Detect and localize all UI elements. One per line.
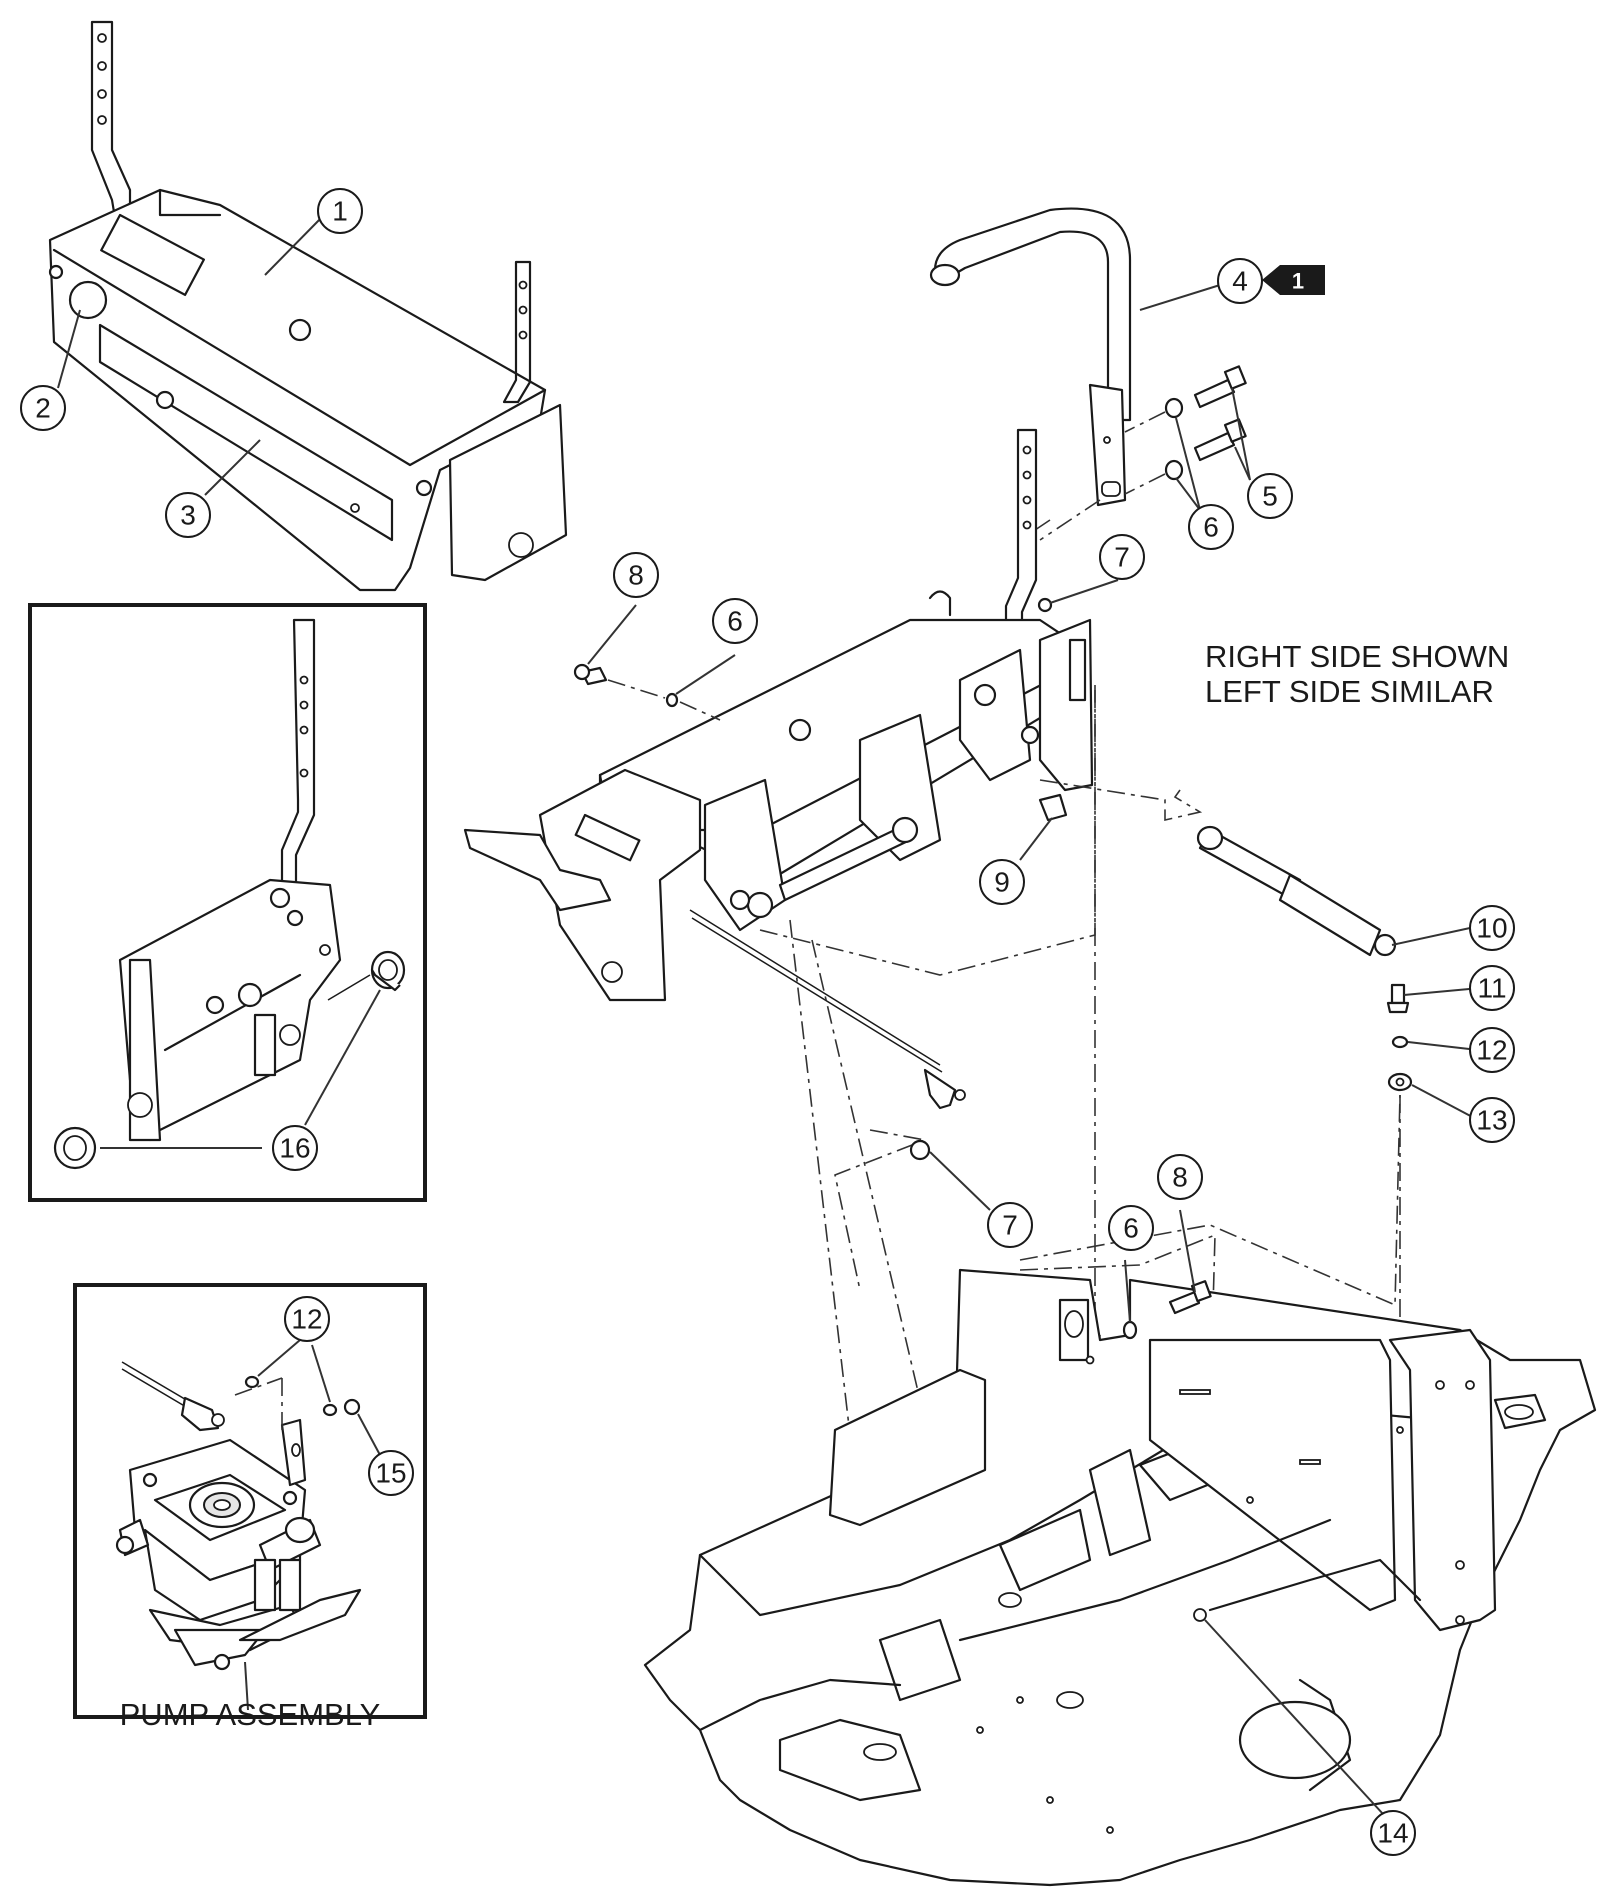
- control-handle: [929, 207, 1132, 507]
- callout-12-label: 12: [1476, 1035, 1507, 1066]
- callout-16-label: 16: [279, 1133, 310, 1164]
- inset-bushing-assembly: [118, 618, 342, 1142]
- side-note-line2: LEFT SIDE SIMILAR: [1205, 674, 1494, 709]
- side-note-line1: RIGHT SIDE SHOWN: [1205, 639, 1509, 674]
- callout-6-center-label: 6: [727, 606, 743, 637]
- callout-5-label: 5: [1262, 481, 1278, 512]
- nut-13: [1387, 1072, 1413, 1092]
- callout-6-handle-label: 6: [1203, 512, 1219, 543]
- callout-4-label: 4: [1232, 266, 1248, 297]
- callout-3-label: 3: [180, 500, 196, 531]
- callout-10-label: 10: [1476, 913, 1507, 944]
- callout-5: 5: [1247, 473, 1293, 519]
- control-bracket-assembly: [48, 20, 568, 592]
- chassis-frame: [643, 1268, 1597, 1887]
- callout-8-lower: 8: [1157, 1154, 1203, 1200]
- callout-2-label: 2: [35, 393, 51, 424]
- callout-3: 3: [165, 492, 211, 538]
- inset-pump-detail: [73, 1283, 427, 1719]
- washer-12-lower: [322, 1403, 338, 1417]
- center-control-assembly: [463, 428, 1094, 1110]
- callout-1: 1: [317, 188, 363, 234]
- callout-6-lower: 6: [1108, 1205, 1154, 1251]
- callout-10: 10: [1469, 905, 1515, 951]
- inset-bushing-detail: [28, 603, 427, 1202]
- stud-11: [1386, 983, 1410, 1014]
- callout-16: 16: [272, 1125, 318, 1171]
- callout-15-label: 15: [375, 1458, 406, 1489]
- callout-11-label: 11: [1477, 973, 1506, 1004]
- callout-6-handle: 6: [1188, 504, 1234, 550]
- callout-8-upper: 8: [613, 552, 659, 598]
- callout-9-label: 9: [994, 867, 1010, 898]
- callout-13: 13: [1469, 1097, 1515, 1143]
- callout-7-lower-label: 7: [1002, 1210, 1018, 1241]
- gas-spring: [1196, 825, 1397, 957]
- washer-12: [1391, 1035, 1409, 1049]
- washer-12-upper: [244, 1375, 260, 1389]
- callout-2: 2: [20, 385, 66, 431]
- callout-11: 11: [1469, 965, 1515, 1011]
- callout-13-label: 13: [1476, 1105, 1507, 1136]
- callout-12-pump-label: 12: [291, 1304, 322, 1335]
- callout-1-label: 1: [332, 196, 348, 227]
- callout-4: 4: [1217, 258, 1263, 304]
- callout-12-pump: 12: [284, 1296, 330, 1342]
- callout-14: 14: [1370, 1810, 1416, 1856]
- bolt-8-lower: [1168, 1280, 1212, 1315]
- callout-12: 12: [1469, 1027, 1515, 1073]
- callout-6-center: 6: [712, 598, 758, 644]
- note-badge: 1: [1262, 265, 1325, 295]
- nut-14: [1193, 1608, 1207, 1622]
- bolt-5-upper: [1193, 365, 1247, 409]
- washer-6-lower: [1122, 1320, 1138, 1340]
- nut-7-lower: [909, 1139, 931, 1161]
- callout-15: 15: [368, 1450, 414, 1496]
- callout-7-lower: 7: [987, 1202, 1033, 1248]
- callout-14-label: 14: [1377, 1818, 1408, 1849]
- callout-6-lower-label: 6: [1123, 1213, 1139, 1244]
- pump-assembly: [115, 1361, 362, 1671]
- nut-15: [343, 1398, 361, 1416]
- callout-9: 9: [979, 859, 1025, 905]
- callout-8-upper-label: 8: [628, 560, 644, 591]
- callout-7-upper-label: 7: [1114, 542, 1130, 573]
- callout-8-lower-label: 8: [1172, 1162, 1188, 1193]
- note-badge-label: 1: [1292, 269, 1304, 294]
- bushing-16-lower: [53, 1126, 97, 1170]
- pump-assembly-label: PUMP ASSEMBLY: [120, 1697, 381, 1732]
- callout-7-upper: 7: [1099, 534, 1145, 580]
- bushing-16-upper: [370, 950, 406, 992]
